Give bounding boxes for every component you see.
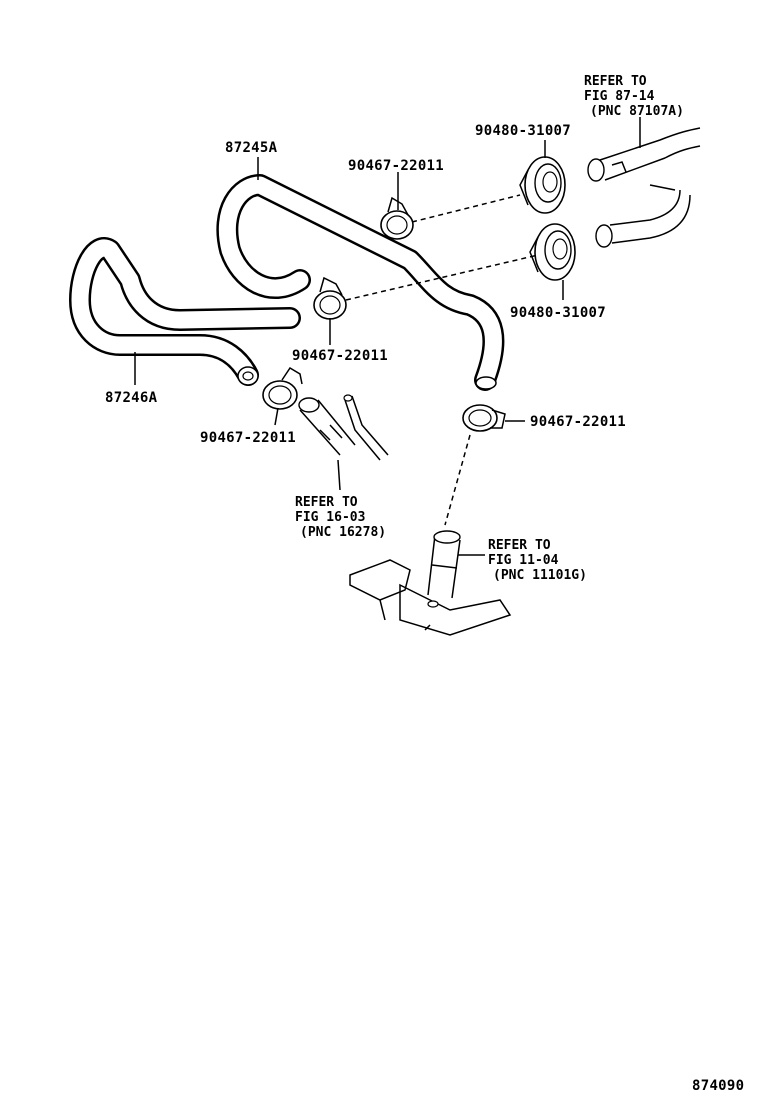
leader-clamp-lower-left: [274, 407, 279, 426]
label-clamp-right: 90467-22011: [530, 414, 626, 430]
ref-87-14-line2: FIG 87-14: [584, 89, 655, 104]
dash-clamp-top-grommet: [411, 194, 521, 223]
ref-87-14-line3: (PNC 87107A): [590, 104, 684, 119]
pipe-11-04: [349, 530, 512, 636]
clamp-middle[interactable]: [313, 276, 347, 320]
ref-11-04-line2: FIG 11-04: [488, 553, 559, 568]
label-clamp-lower-left: 90467-22011: [200, 430, 296, 446]
ref-16-03-line2: FIG 16-03: [295, 510, 365, 525]
label-grommet-upper: 90480-31007: [475, 123, 571, 139]
label-87245a: 87245A: [225, 140, 278, 156]
leader-ref-16-03: [337, 459, 341, 491]
ref-11-04-line1: REFER TO: [488, 538, 551, 553]
label-clamp-middle: 90467-22011: [292, 348, 388, 364]
clamp-right[interactable]: [462, 404, 506, 432]
dash-clamp-middle-grommet: [345, 254, 539, 301]
label-87246a: 87246A: [105, 390, 158, 406]
pipe-16-03: [298, 394, 389, 461]
ref-11-04-line3: (PNC 11101G): [493, 568, 587, 583]
clamp-top[interactable]: [380, 196, 414, 240]
grommet-lower[interactable]: [529, 223, 576, 281]
pipe-upper-right: [587, 127, 701, 248]
ref-87-14-line1: REFER TO: [584, 74, 647, 89]
hose-87245a[interactable]: [216, 174, 505, 391]
ref-16-03-line1: REFER TO: [295, 495, 358, 510]
grommet-upper[interactable]: [519, 156, 566, 214]
diagram-id: 874090: [692, 1078, 744, 1094]
clamp-lower-left[interactable]: [262, 366, 303, 410]
dash-clamp-right-fitting: [444, 434, 471, 526]
hose-87246a[interactable]: [69, 237, 301, 386]
label-grommet-lower: 90480-31007: [510, 305, 606, 321]
label-clamp-top: 90467-22011: [348, 158, 444, 174]
ref-16-03-line3: (PNC 16278): [300, 525, 386, 540]
